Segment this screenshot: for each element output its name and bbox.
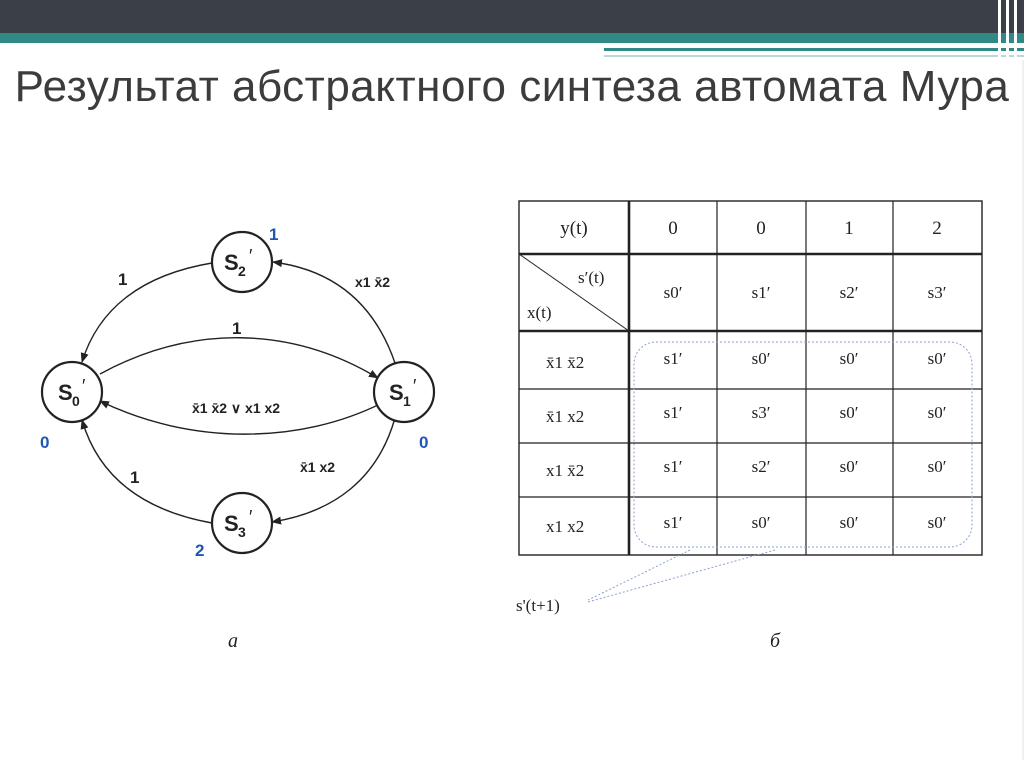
svg-text:s0′: s0′ [840, 513, 859, 532]
y-values: 0 0 1 2 [668, 218, 942, 239]
y-header: y(t) [560, 218, 587, 239]
svg-text:2: 2 [238, 263, 246, 279]
input-label: x1 x̄2 [546, 461, 584, 480]
state-output-s0: 0 [40, 433, 49, 452]
next-state-region [633, 341, 973, 548]
svg-text:s0′: s0′ [928, 403, 947, 422]
svg-text:s1′: s1′ [664, 349, 683, 368]
table-row: x̄1 x2 s1′ s3′ s0′ s0′ [546, 403, 946, 426]
state-label: S [389, 380, 404, 405]
table-row: x1 x̄2 s1′ s2′ s0′ s0′ [546, 457, 946, 480]
svg-text:′: ′ [82, 376, 86, 396]
state-graph [80, 259, 396, 525]
svg-text:′: ′ [413, 376, 417, 396]
table-row: x̄1 x̄2 s1′ s0′ s0′ s0′ [546, 349, 946, 372]
header-accent-band [0, 33, 1024, 43]
state-row: s0′ s1′ s2′ s3′ [664, 283, 947, 302]
table-caption: б [770, 630, 781, 652]
edge-label: x̄1 x2 [300, 459, 335, 475]
input-label: x1 x2 [546, 517, 584, 536]
svg-text:s0′: s0′ [928, 513, 947, 532]
header-stripe [1006, 0, 1009, 60]
header-band [0, 0, 1024, 33]
header-stripe [1014, 0, 1017, 60]
edge-s1-s0 [99, 400, 385, 435]
graph-caption: а [228, 630, 238, 652]
state-node-s3: S 3 ′ [210, 491, 274, 555]
table-row: x1 x2 s1′ s0′ s0′ s0′ [546, 513, 946, 536]
svg-text:′: ′ [249, 507, 253, 527]
state-output-s3: 2 [195, 541, 204, 560]
svg-text:3: 3 [238, 524, 246, 540]
input-label: x̄1 x̄2 [546, 353, 584, 372]
state-label: S [224, 511, 239, 536]
svg-text:s0′: s0′ [664, 283, 683, 302]
state-node-s0: S 0 ′ [40, 360, 104, 424]
svg-text:2: 2 [932, 218, 942, 239]
corner-input-label: x(t) [527, 303, 552, 322]
svg-text:s0′: s0′ [840, 457, 859, 476]
edge-s1-s2 [272, 259, 396, 364]
header-rule-light [604, 55, 1024, 57]
edge-label: 1 [118, 270, 127, 289]
edge-label: x̄1 x̄2 ∨ x1 x2 [192, 400, 280, 416]
svg-text:s0′: s0′ [752, 513, 771, 532]
transition-table [518, 200, 983, 556]
svg-text:′: ′ [249, 246, 253, 266]
svg-text:s2′: s2′ [840, 283, 859, 302]
state-label: S [224, 250, 239, 275]
corner-state-label: s′(t) [578, 268, 604, 287]
svg-text:0: 0 [72, 393, 80, 409]
input-label: x̄1 x2 [546, 407, 584, 426]
svg-text:0: 0 [756, 218, 766, 239]
edge-s3-s0 [80, 419, 213, 524]
header-rule [604, 48, 1024, 51]
svg-text:s1′: s1′ [664, 513, 683, 532]
svg-text:1: 1 [403, 393, 411, 409]
header-stripe [998, 0, 1001, 60]
svg-text:s1′: s1′ [664, 457, 683, 476]
state-node-s1: S 1 ′ [372, 360, 436, 424]
svg-text:s3′: s3′ [928, 283, 947, 302]
svg-text:s1′: s1′ [752, 283, 771, 302]
slide-frame [1022, 60, 1024, 760]
edge-label: 1 [232, 319, 241, 338]
svg-text:s2′: s2′ [752, 457, 771, 476]
svg-text:0: 0 [668, 218, 678, 239]
svg-text:s0′: s0′ [752, 349, 771, 368]
edge-label: 1 [130, 468, 139, 487]
svg-text:s0′: s0′ [840, 403, 859, 422]
svg-text:s0′: s0′ [840, 349, 859, 368]
state-output-s2: 1 [269, 225, 278, 244]
state-node-s2: S 2 ′ [210, 230, 274, 294]
state-output-s1: 0 [419, 433, 428, 452]
edge-label: x1 x̄2 [355, 274, 390, 290]
svg-text:s1′: s1′ [664, 403, 683, 422]
edge-s2-s0 [80, 262, 213, 363]
svg-text:s3′: s3′ [752, 403, 771, 422]
edge-s1-s3 [271, 417, 396, 525]
slide-title: Результат абстрактного синтеза автомата … [14, 62, 1010, 111]
edge-s0-s1 [99, 337, 379, 379]
svg-text:s0′: s0′ [928, 349, 947, 368]
svg-text:s0′: s0′ [928, 457, 947, 476]
svg-text:1: 1 [844, 218, 854, 239]
state-label: S [58, 380, 73, 405]
callout-label: s'(t+1) [516, 596, 560, 615]
callout-pointer [587, 549, 776, 603]
